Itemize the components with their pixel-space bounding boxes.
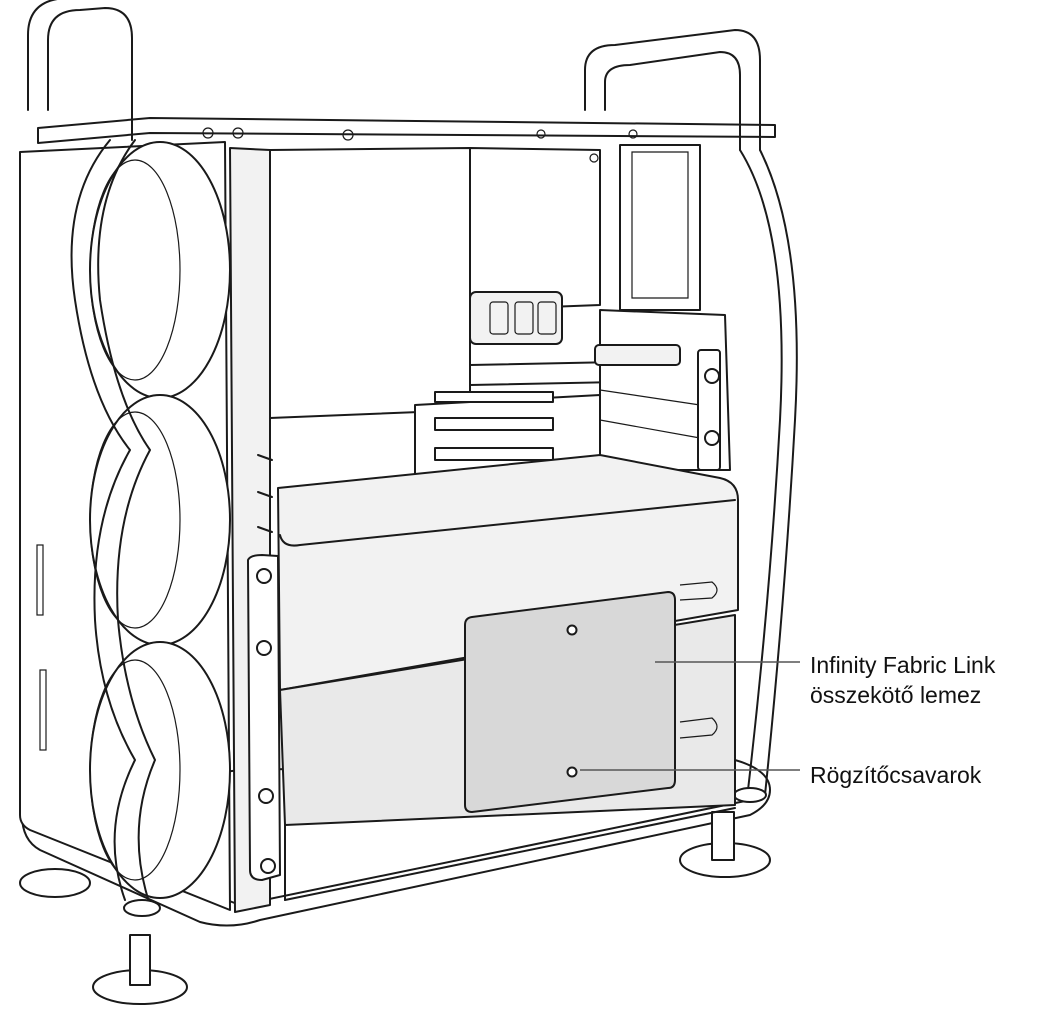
mpx-module-top (277, 454, 739, 691)
fan-housing (19, 141, 271, 913)
callout-infinity-fabric-link-line-2: összekötő lemez (810, 682, 982, 708)
callout-retaining-screws-line-1: Rögzítőcsavarok (810, 762, 982, 788)
foot-front-right (679, 811, 771, 878)
top-frame (37, 117, 776, 144)
callout-infinity-fabric-link-line-1: Infinity Fabric Link (810, 652, 996, 678)
foot-front-left (92, 934, 188, 1005)
callout-retaining-screws: Rögzítőcsavarok (810, 760, 981, 790)
handle-right (584, 29, 798, 803)
pcie-rail (247, 554, 281, 881)
foot-back-left (19, 868, 91, 898)
chassis-notches (257, 454, 273, 533)
callout-infinity-fabric-link: Infinity Fabric Link összekötő lemez (810, 650, 995, 710)
handle-left (27, 0, 161, 917)
pcie-slots (414, 391, 601, 476)
infinity-fabric-link-bridge (464, 590, 676, 814)
pcie-brackets (594, 144, 731, 471)
